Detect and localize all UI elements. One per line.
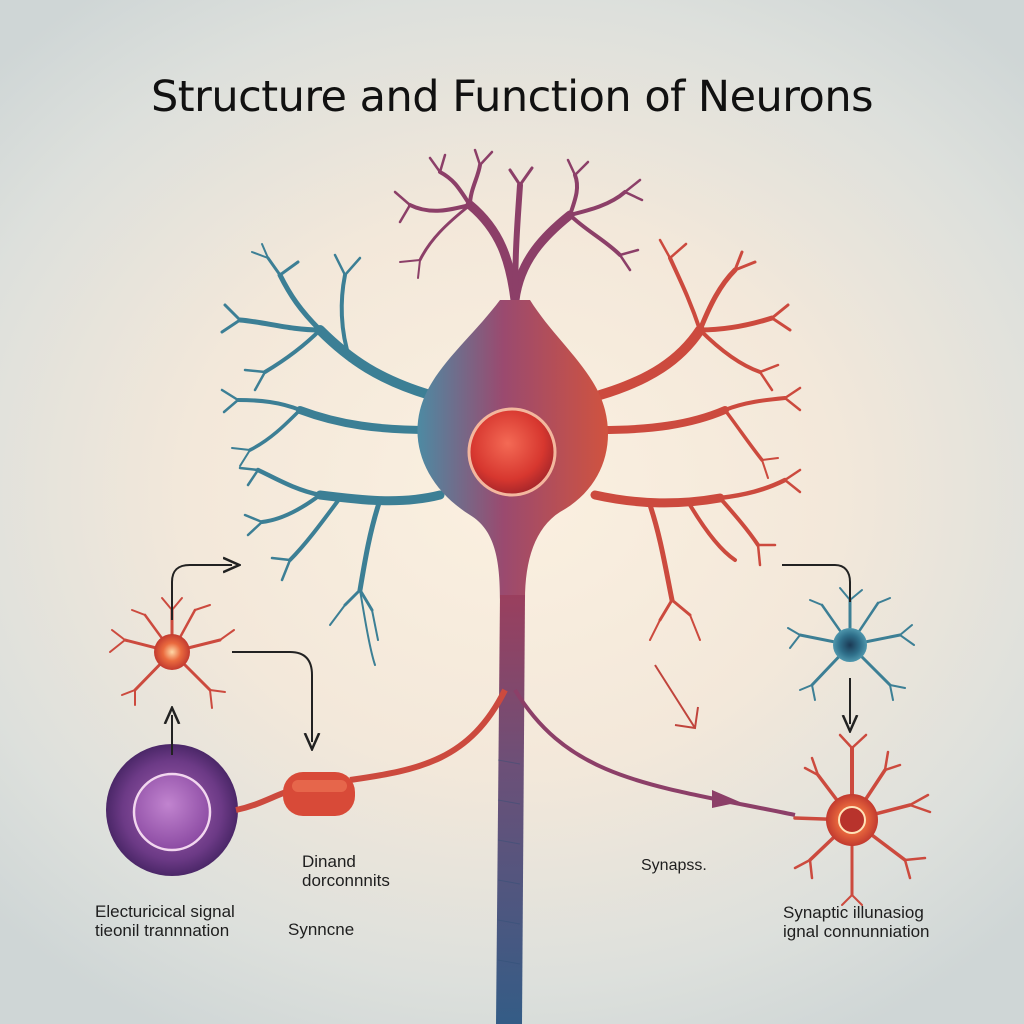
label-electrical-signal-line-1: Electuricical signal [95,902,235,921]
label-synapse: Synapss. [641,857,707,874]
label-electrical-signal: Electuricical signal tieonil trannnation [95,902,315,940]
neuron-red-bottom-right-nucleus [838,806,866,834]
myelin-highlight [292,780,347,792]
page-title: Structure and Function of Neurons [150,72,874,122]
arrow-diagonal-right-head [674,706,699,730]
axon-texture [497,759,521,965]
dendrites-top [393,148,644,305]
dendrites-right [590,238,802,641]
axon [496,595,525,1024]
label-synaptic-line-1: Synaptic illunasiog [783,903,924,922]
label-synncne: Synncne [288,920,355,939]
label-dendrites-line-1: Dinand [302,852,356,871]
purple-cell-nucleus [132,772,212,852]
small-neuron-red-left-body [154,634,190,670]
dendrites-left [220,243,445,666]
axon-branch-right [513,688,796,817]
arrow-diagonal-right [654,664,696,729]
axon-branch-left [349,688,508,783]
arrow-down-left [232,651,312,742]
axon-terminal-arrow [712,790,740,808]
myelin-segment [283,772,355,816]
label-synaptic-communication: Synaptic illunasiog ignal connunniation [783,903,930,941]
nucleus [467,407,557,497]
arrow-top-left [171,565,232,620]
label-dendrites-line-2: dorconnnits [302,871,390,890]
label-dendrites: Dinand dorconnnits [302,852,390,890]
label-synaptic-line-2: ignal connunniation [783,922,930,941]
label-electrical-signal-line-2: tieonil trannnation [95,921,230,940]
arrow-top-right [782,564,851,602]
small-neuron-blue-right-body [833,628,867,662]
